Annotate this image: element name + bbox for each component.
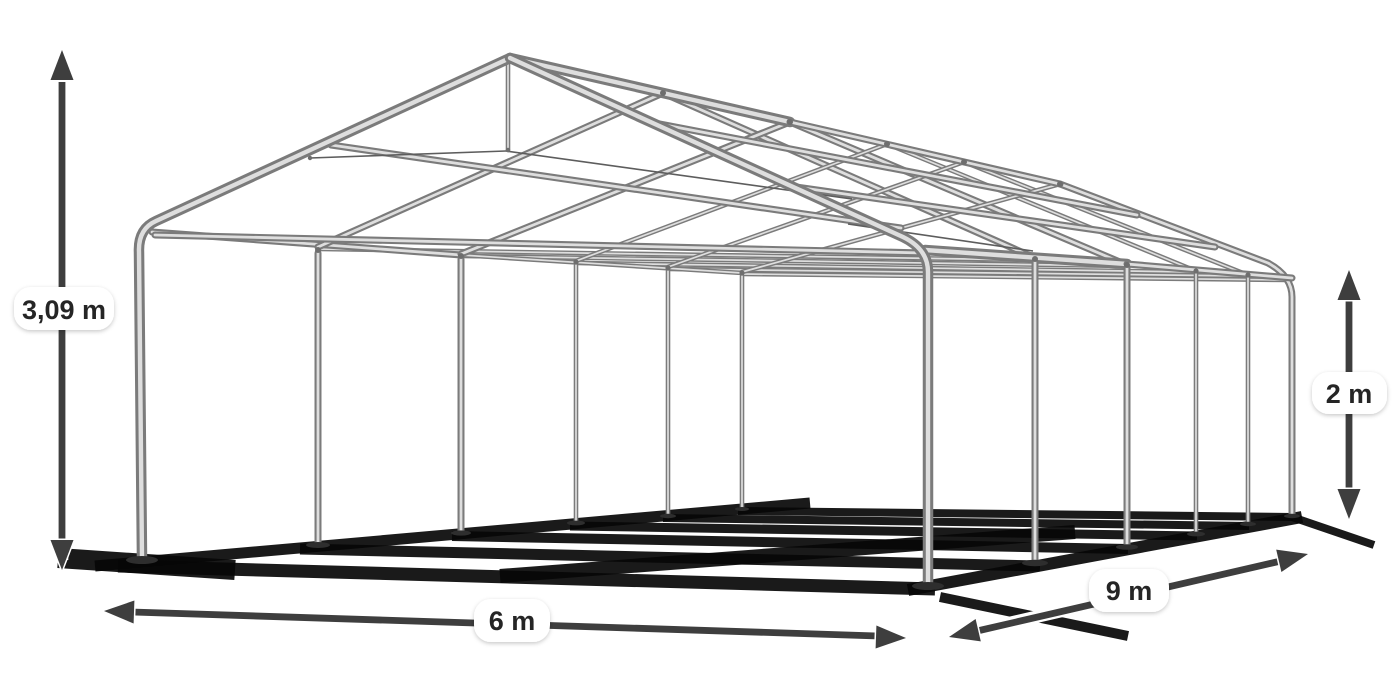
ground-shadow	[57, 497, 1376, 641]
total-height-arrow-up-icon	[49, 48, 75, 82]
side-height-arrow-down-icon	[1336, 487, 1362, 521]
tent-frame	[126, 52, 1300, 590]
side-length-arrow-right-icon	[1274, 548, 1310, 574]
side-height-label: 2 m	[1326, 379, 1373, 409]
frame-joints	[307, 90, 1251, 278]
front-width-label: 6 m	[489, 606, 536, 636]
total-height-arrow-down-icon	[49, 538, 75, 572]
side-length-arrow-left-icon	[947, 617, 983, 643]
front-width-arrow-left-icon	[102, 599, 136, 625]
front-gable-frame	[126, 52, 944, 590]
left-wall-posts	[148, 228, 749, 548]
total-height-label: 3,09 m	[22, 295, 106, 325]
side-height-dimension: 2 m	[1312, 268, 1387, 521]
side-length-dimension: 9 m	[947, 548, 1310, 643]
cross-tie-beams	[317, 246, 1293, 283]
front-width-dimension: 6 m	[102, 599, 908, 650]
side-length-label: 9 m	[1106, 576, 1153, 606]
front-left-corner	[133, 52, 516, 564]
front-width-arrow-right-icon	[874, 624, 908, 650]
total-height-dimension: 3,09 m	[14, 48, 114, 572]
back-right-corner	[1056, 180, 1296, 518]
right-wall-posts	[919, 244, 1300, 567]
side-height-arrow-up-icon	[1336, 268, 1362, 302]
